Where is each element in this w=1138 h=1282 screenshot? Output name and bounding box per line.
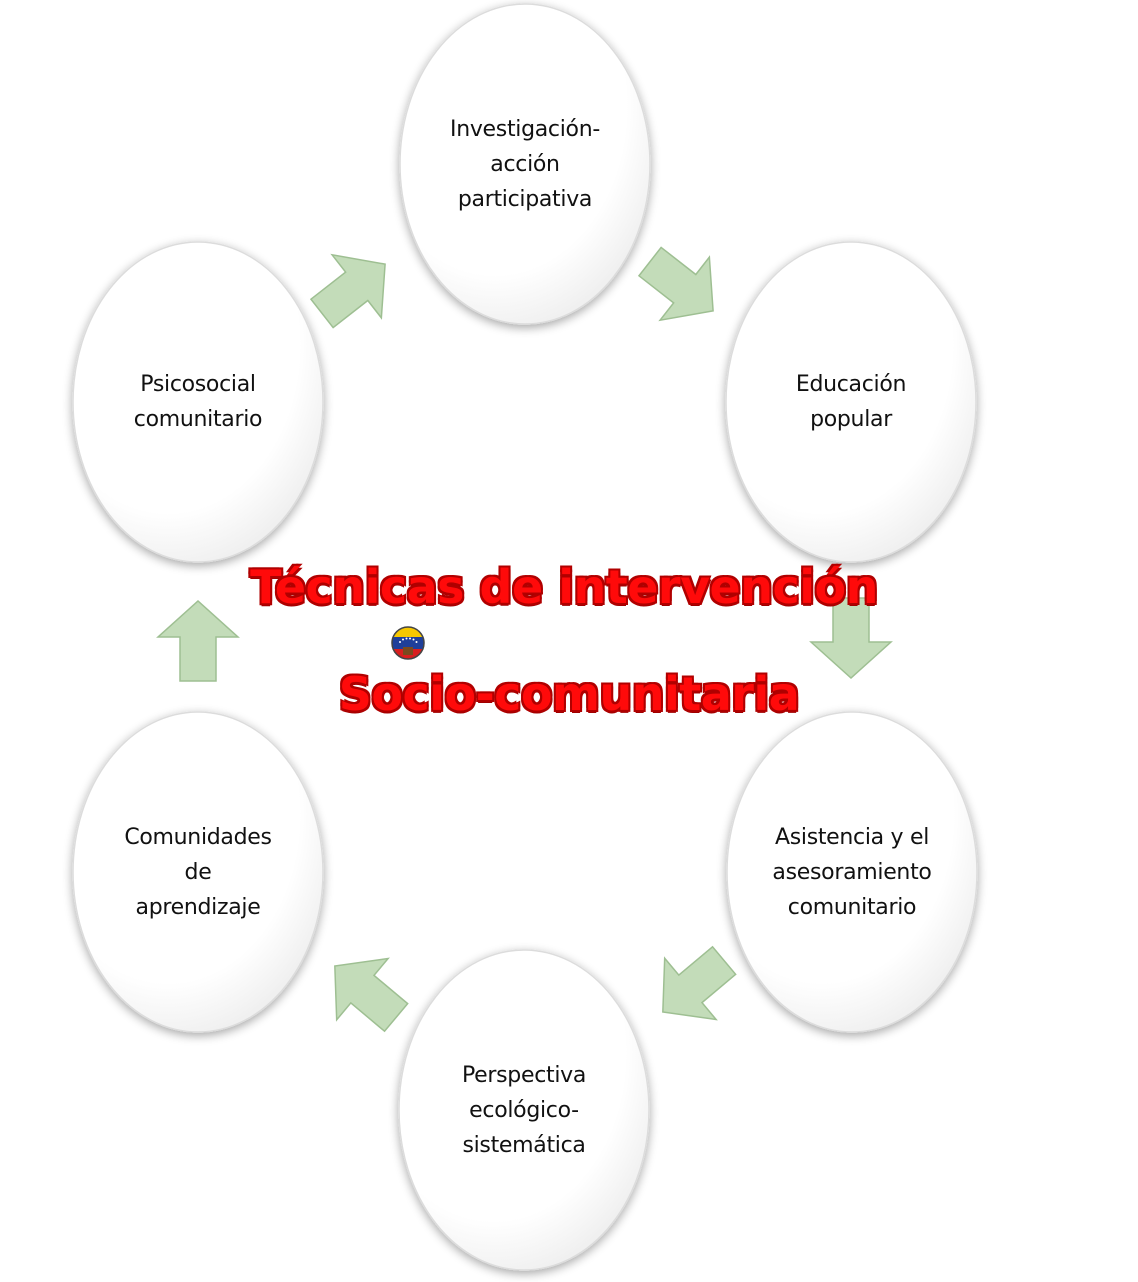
node-label-educacion: Educación popular — [795, 372, 907, 432]
venezuela-flag-emblem-icon — [391, 626, 425, 660]
arrow-psicosocial-to-investigacion — [309, 253, 386, 329]
arrow-investigacion-to-educacion — [637, 246, 714, 322]
node-circle-asistencia — [726, 711, 978, 1033]
node-circle-perspectiva — [398, 949, 650, 1271]
node-circle-educacion — [725, 241, 977, 563]
node-perspectiva: Perspectiva ecológico- sistemática — [399, 950, 649, 1270]
node-circle-psicosocial — [72, 241, 324, 563]
node-circle-comunidades — [72, 711, 324, 1033]
arrow-asistencia-to-perspectiva — [662, 945, 737, 1021]
node-asistencia: Asistencia y el asesoramiento comunitari… — [727, 712, 977, 1032]
diagram-title-line-1: Técnicas de intervención — [250, 560, 878, 614]
node-psicosocial: Psicosocial comunitario — [73, 242, 323, 562]
arrow-perspectiva-to-comunidades — [334, 957, 409, 1033]
diagram-title-line-2: Socio-comunitaria — [338, 667, 800, 721]
node-educacion: Educación popular — [726, 242, 976, 562]
node-circle-investigacion — [399, 3, 651, 325]
node-label-asistencia: Asistencia y el asesoramiento comunitari… — [772, 824, 932, 920]
cycle-arrows — [156, 246, 893, 1033]
node-investigacion: Investigación- acción participativa — [400, 4, 650, 324]
node-comunidades: Comunidades de aprendizaje — [73, 712, 323, 1032]
arrow-comunidades-to-psicosocial — [156, 599, 240, 682]
node-label-comunidades: Comunidades de aprendizaje — [124, 824, 272, 920]
node-label-psicosocial: Psicosocial comunitario — [133, 372, 263, 432]
node-label-perspectiva: Perspectiva ecológico- sistemática — [461, 1062, 587, 1158]
arrow-educacion-to-asistencia — [809, 597, 893, 680]
node-label-investigacion: Investigación- acción participativa — [450, 116, 600, 212]
node-circles — [72, 3, 978, 1271]
